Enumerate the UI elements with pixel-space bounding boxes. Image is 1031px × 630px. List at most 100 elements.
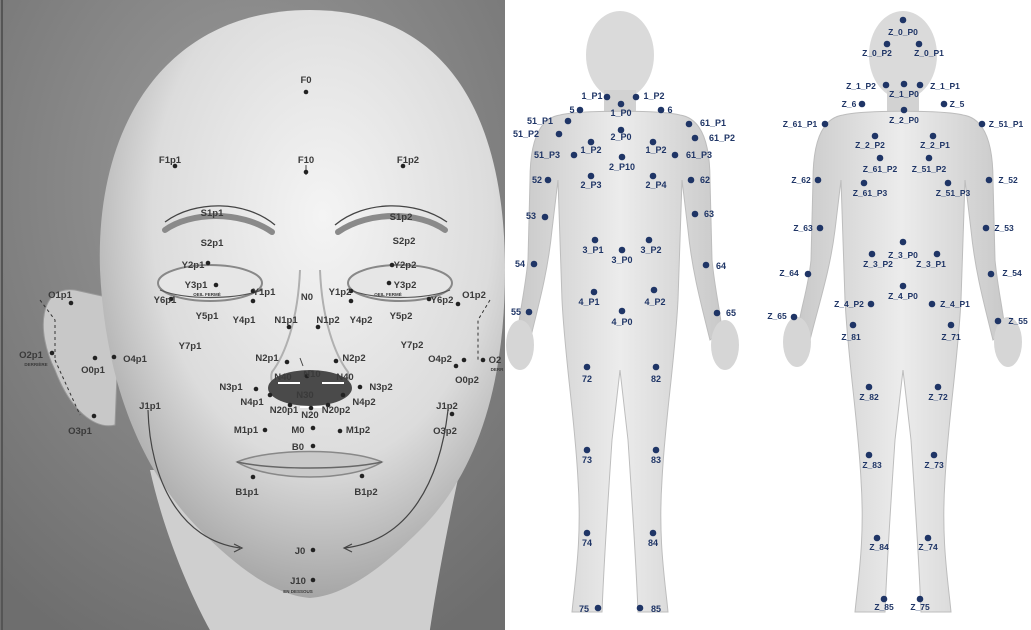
marker-dot — [877, 155, 884, 162]
marker-label: 72 — [582, 374, 592, 384]
marker-label: Y5p1 — [196, 311, 219, 322]
marker-label: O0p1 — [81, 365, 105, 376]
marker-label: O3p2 — [433, 426, 457, 437]
marker-dot — [651, 287, 658, 294]
marker-label: Y4p1 — [233, 315, 256, 326]
marker-label: 4_P0 — [611, 317, 632, 327]
marker-y1p1: Y1p1 — [251, 287, 276, 298]
marker-label: 1_P2 — [580, 145, 601, 155]
marker-label: Z_85 — [874, 602, 894, 612]
marker-dot — [686, 121, 693, 128]
marker-label: 52 — [532, 175, 542, 185]
note-en-dessous: EN DESSOUS — [283, 589, 313, 594]
marker-label: Y4p2 — [350, 315, 373, 326]
marker-dot — [454, 364, 459, 369]
marker-dot — [901, 107, 908, 114]
marker-dot — [633, 94, 640, 101]
marker-label: 51_P1 — [527, 116, 553, 126]
marker-label: 73 — [582, 455, 592, 465]
marker-z-51-p1: Z_51_P1 — [979, 119, 1024, 129]
marker-dot — [619, 308, 626, 315]
marker-dot — [822, 121, 829, 128]
marker-n20p1: N20p1 — [270, 403, 299, 416]
marker-dot — [526, 309, 533, 316]
marker-label: Z_53 — [994, 223, 1014, 233]
marker-label: Y7p2 — [401, 340, 424, 351]
marker-n20p2: N20p2 — [322, 403, 351, 416]
marker-dot — [595, 605, 602, 612]
marker-y6p2: Y6p2 — [427, 295, 454, 306]
marker-dot — [929, 301, 936, 308]
marker-dot — [358, 385, 363, 390]
marker-label: 1_P2 — [645, 145, 666, 155]
marker-dot — [859, 101, 866, 108]
marker-label: Z_64 — [779, 268, 799, 278]
marker-label: 63 — [704, 209, 714, 219]
marker-label: 4_P2 — [644, 297, 665, 307]
marker-label: Z_61_P3 — [853, 188, 888, 198]
marker-dot — [251, 475, 256, 480]
marker-dot — [926, 155, 933, 162]
marker-label: O3p1 — [68, 426, 92, 437]
marker-dot — [931, 452, 938, 459]
marker-label: Z_81 — [841, 332, 861, 342]
marker-dot — [901, 81, 908, 88]
marker-label: Z_82 — [859, 392, 879, 402]
marker-label: Z_6 — [842, 99, 857, 109]
marker-dot — [349, 299, 354, 304]
marker-label: O0p2 — [455, 375, 479, 386]
marker-label: M1p1 — [234, 425, 259, 436]
marker-dot — [254, 387, 259, 392]
marker-label: 65 — [726, 308, 736, 318]
marker-label: Z_0_P2 — [862, 48, 892, 58]
marker-dot — [805, 271, 812, 278]
marker-label: F0 — [300, 75, 311, 86]
marker-dot — [591, 289, 598, 296]
marker-dot — [542, 214, 549, 221]
marker-label: Z_73 — [924, 460, 944, 470]
marker-dot — [916, 41, 923, 48]
marker-dot — [565, 118, 572, 125]
marker-dot — [584, 364, 591, 371]
marker-dot — [979, 121, 986, 128]
marker-label: Z_0_P0 — [888, 27, 918, 37]
marker-label: S2p1 — [201, 238, 224, 249]
marker-dot — [584, 447, 591, 454]
marker-label: Y7p1 — [179, 341, 202, 352]
marker-label: B1p1 — [235, 487, 259, 498]
marker-dot — [925, 535, 932, 542]
marker-label: M1p2 — [346, 425, 370, 436]
marker-label: Y5p2 — [390, 311, 413, 322]
marker-label: Z_74 — [918, 542, 938, 552]
marker-label: O2p1 — [19, 350, 43, 361]
marker-label: Z_71 — [941, 332, 961, 342]
marker-dot — [688, 177, 695, 184]
marker-dot — [268, 393, 273, 398]
marker-label: S2p2 — [393, 236, 416, 247]
marker-label: N1p2 — [316, 315, 339, 326]
marker-label: Z_72 — [928, 392, 948, 402]
marker-label: Z_2_P2 — [855, 140, 885, 150]
marker-dot — [92, 414, 97, 419]
marker-label: 61_P2 — [709, 133, 735, 143]
marker-label: N20p1 — [270, 405, 299, 416]
marker-label: Z_75 — [910, 602, 930, 612]
marker-dot — [646, 237, 653, 244]
marker-label: B1p2 — [354, 487, 377, 498]
marker-label: N1p1 — [274, 315, 298, 326]
marker-dot — [592, 237, 599, 244]
marker-dot — [658, 107, 665, 114]
marker-dot — [868, 301, 875, 308]
marker-dot — [69, 301, 74, 306]
marker-dot — [866, 384, 873, 391]
marker-label: N2p1 — [255, 353, 279, 364]
marker-label: 62 — [700, 175, 710, 185]
marker-dot — [850, 322, 857, 329]
marker-label: M0 — [291, 425, 304, 436]
marker-label: Z_1_P2 — [846, 81, 876, 91]
marker-dot — [450, 412, 455, 417]
marker-dot — [650, 173, 657, 180]
marker-label: O1p1 — [48, 290, 72, 301]
marker-dot — [703, 262, 710, 269]
